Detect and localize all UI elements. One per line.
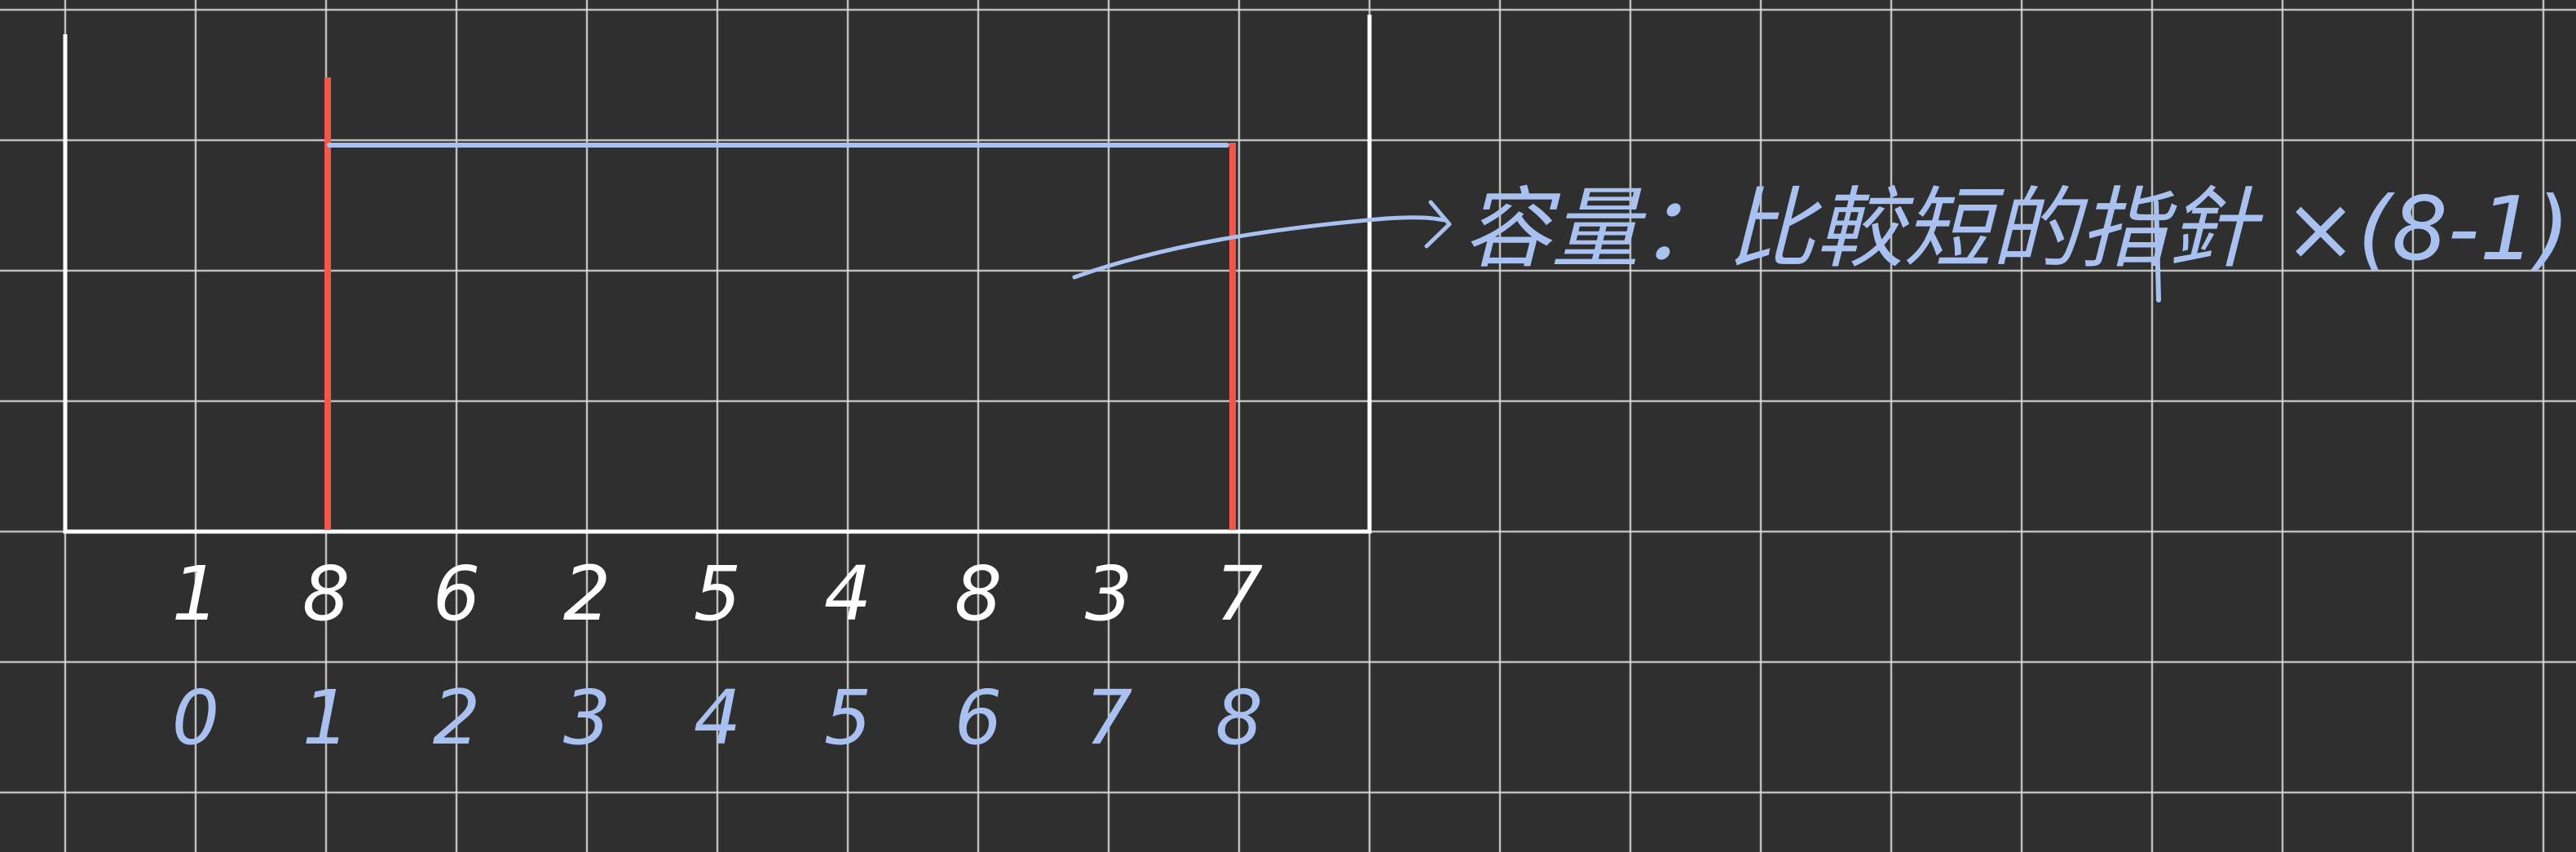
index-label: 1 bbox=[302, 674, 351, 762]
index-label: 0 bbox=[172, 674, 220, 762]
index-label: 5 bbox=[824, 674, 872, 762]
callout-arrow bbox=[1072, 215, 1447, 280]
height-label: 7 bbox=[1215, 550, 1264, 638]
height-label: 5 bbox=[694, 550, 742, 638]
height-label: 4 bbox=[824, 550, 872, 638]
index-label: 7 bbox=[1085, 674, 1133, 762]
height-label: 8 bbox=[302, 550, 351, 638]
index-label: 3 bbox=[563, 674, 611, 762]
height-label: 1 bbox=[172, 550, 220, 638]
height-label: 6 bbox=[433, 550, 481, 638]
height-label: 3 bbox=[1085, 550, 1133, 638]
capacity-formula-annotation: 容量：比較短的指針 ×(8-1) bbox=[1463, 179, 2570, 280]
index-label: 2 bbox=[433, 674, 481, 762]
index-label: 8 bbox=[1215, 674, 1264, 762]
container-outline bbox=[63, 15, 1372, 534]
height-label: 2 bbox=[563, 550, 611, 638]
index-label: 6 bbox=[955, 674, 1003, 762]
index-label: 4 bbox=[694, 674, 742, 762]
arrow-head-icon bbox=[1424, 200, 1452, 249]
height-label: 8 bbox=[955, 550, 1003, 638]
annotation-stroke bbox=[2154, 200, 2161, 302]
